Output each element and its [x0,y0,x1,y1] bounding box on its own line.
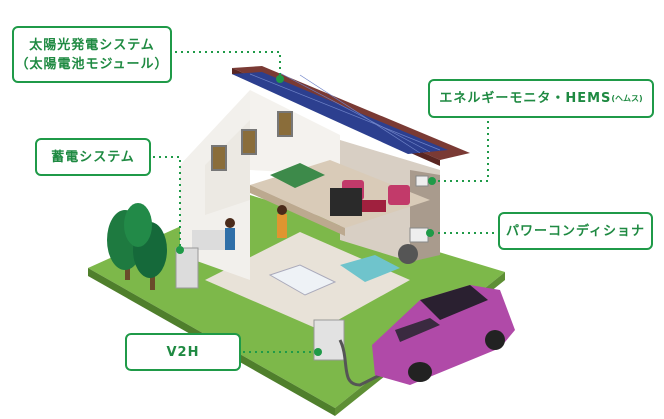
hems-monitor [415,175,429,187]
electric-car [372,285,515,385]
bathtub [340,255,400,282]
solar-panel [232,72,448,154]
hems-marker [428,177,436,185]
power-conditioner-label: パワーコンディショナ [498,212,653,250]
hems-label-reading: (ヘムス) [611,94,643,103]
power-conditioner-label-text: パワーコンディショナ [505,223,646,239]
hems-label: エネルギーモニタ・HEMS (ヘムス) [428,79,654,118]
hems-label-main: エネルギーモニタ・HEMS [439,91,612,106]
storage-battery [175,247,199,289]
leader-lines [153,51,495,353]
solar-label: 太陽光発電システム （太陽電池モジュール） [12,26,172,83]
tv [330,188,362,216]
dining-table [268,264,337,296]
solar-marker [276,75,284,83]
power-conditioner-marker [426,229,434,237]
trees [107,203,167,290]
person [277,214,287,238]
storage-label: 蓄電システム [35,138,151,176]
v2h-label-text: V2H [166,344,200,360]
person [225,228,235,250]
bed [270,163,325,188]
v2h-label: V2H [125,333,241,371]
v2h-unit [313,319,345,361]
v2h-marker [314,348,322,356]
solar-label-line2: （太陽電池モジュール） [15,56,169,72]
storage-label-text: 蓄電システム [51,149,135,165]
power-conditioner [409,227,429,243]
solar-label-line1: 太陽光発電システム [29,37,155,53]
storage-marker [176,246,184,254]
